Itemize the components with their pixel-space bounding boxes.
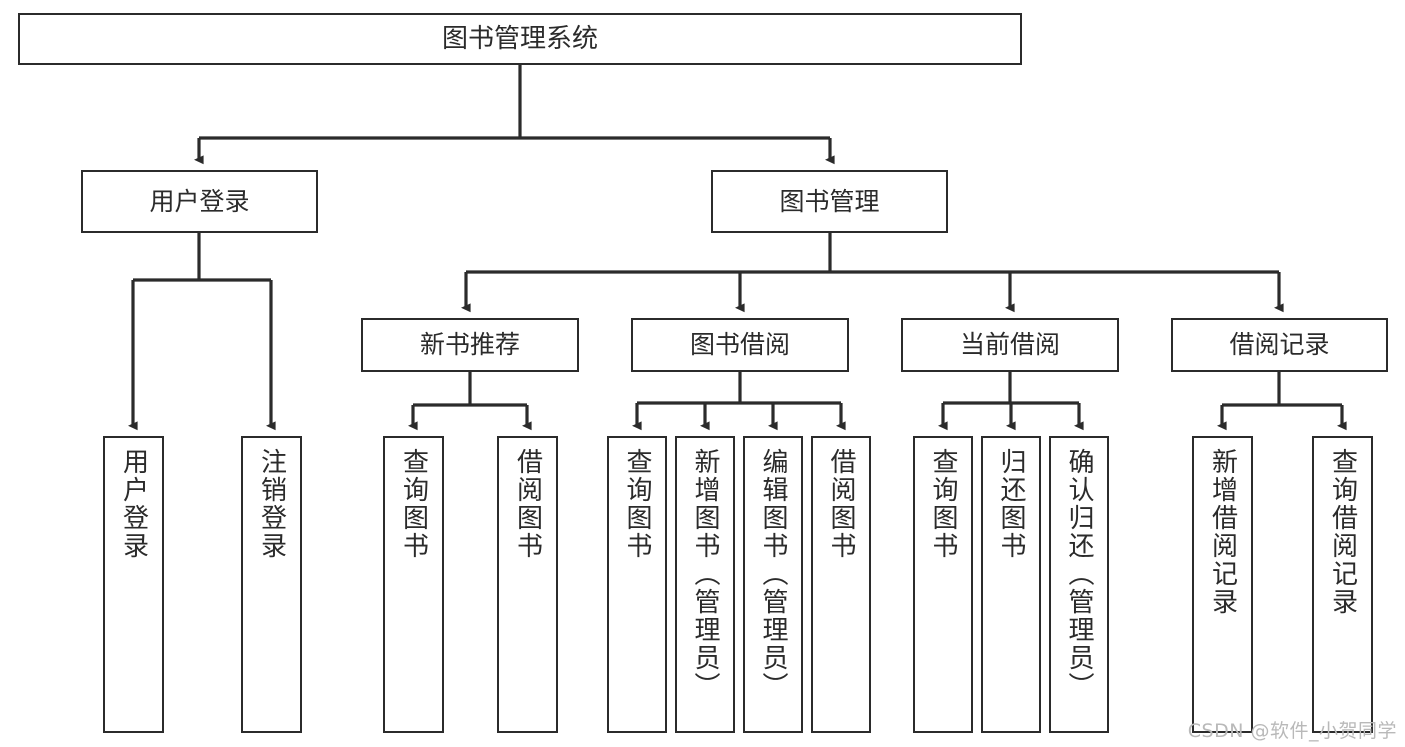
- node-new-book-recommend[interactable]: 新书推荐: [361, 318, 579, 372]
- node-label: 用户登录: [118, 448, 149, 560]
- node-label: 查询图书: [928, 448, 958, 560]
- node-leaf-confirm-return[interactable]: 确认归还（管理员）: [1049, 436, 1109, 733]
- node-label: 确认归还（管理员）: [1064, 448, 1094, 700]
- node-label: 图书管理系统: [441, 23, 598, 54]
- node-label: 借阅记录: [1229, 330, 1330, 360]
- node-leaf-borrow-book-1[interactable]: 借阅图书: [497, 436, 558, 733]
- node-leaf-query-book-3[interactable]: 查询图书: [913, 436, 973, 733]
- node-user-login[interactable]: 用户登录: [81, 170, 318, 233]
- node-label: 归还图书: [996, 448, 1026, 560]
- node-label: 新增图书（管理员）: [690, 448, 720, 700]
- node-current-borrow[interactable]: 当前借阅: [901, 318, 1119, 372]
- node-label: 借阅图书: [512, 448, 543, 560]
- node-label: 借阅图书: [826, 448, 856, 560]
- node-label: 图书管理: [779, 186, 880, 216]
- node-label: 新书推荐: [419, 330, 520, 360]
- node-leaf-add-record[interactable]: 新增借阅记录: [1192, 436, 1253, 733]
- node-label: 注销登录: [256, 448, 287, 560]
- node-leaf-user-login[interactable]: 用户登录: [103, 436, 164, 733]
- node-label: 新增借阅记录: [1207, 448, 1238, 616]
- node-label: 查询图书: [398, 448, 429, 560]
- node-label: 当前借阅: [959, 330, 1060, 360]
- node-label: 用户登录: [149, 186, 250, 216]
- node-leaf-return-book[interactable]: 归还图书: [981, 436, 1041, 733]
- node-book-management[interactable]: 图书管理: [711, 170, 948, 233]
- node-book-borrow[interactable]: 图书借阅: [631, 318, 849, 372]
- node-label: 图书借阅: [689, 330, 790, 360]
- node-leaf-edit-book[interactable]: 编辑图书（管理员）: [743, 436, 803, 733]
- node-label: 查询图书: [622, 448, 652, 560]
- node-leaf-query-book-2[interactable]: 查询图书: [607, 436, 667, 733]
- node-leaf-logout-login[interactable]: 注销登录: [241, 436, 302, 733]
- node-borrow-record[interactable]: 借阅记录: [1171, 318, 1388, 372]
- node-leaf-query-record[interactable]: 查询借阅记录: [1312, 436, 1373, 733]
- node-leaf-borrow-book-2[interactable]: 借阅图书: [811, 436, 871, 733]
- node-label: 编辑图书（管理员）: [758, 448, 788, 700]
- node-system-root[interactable]: 图书管理系统: [18, 13, 1022, 65]
- node-leaf-query-book-1[interactable]: 查询图书: [383, 436, 444, 733]
- node-label: 查询借阅记录: [1327, 448, 1358, 616]
- node-leaf-add-book[interactable]: 新增图书（管理员）: [675, 436, 735, 733]
